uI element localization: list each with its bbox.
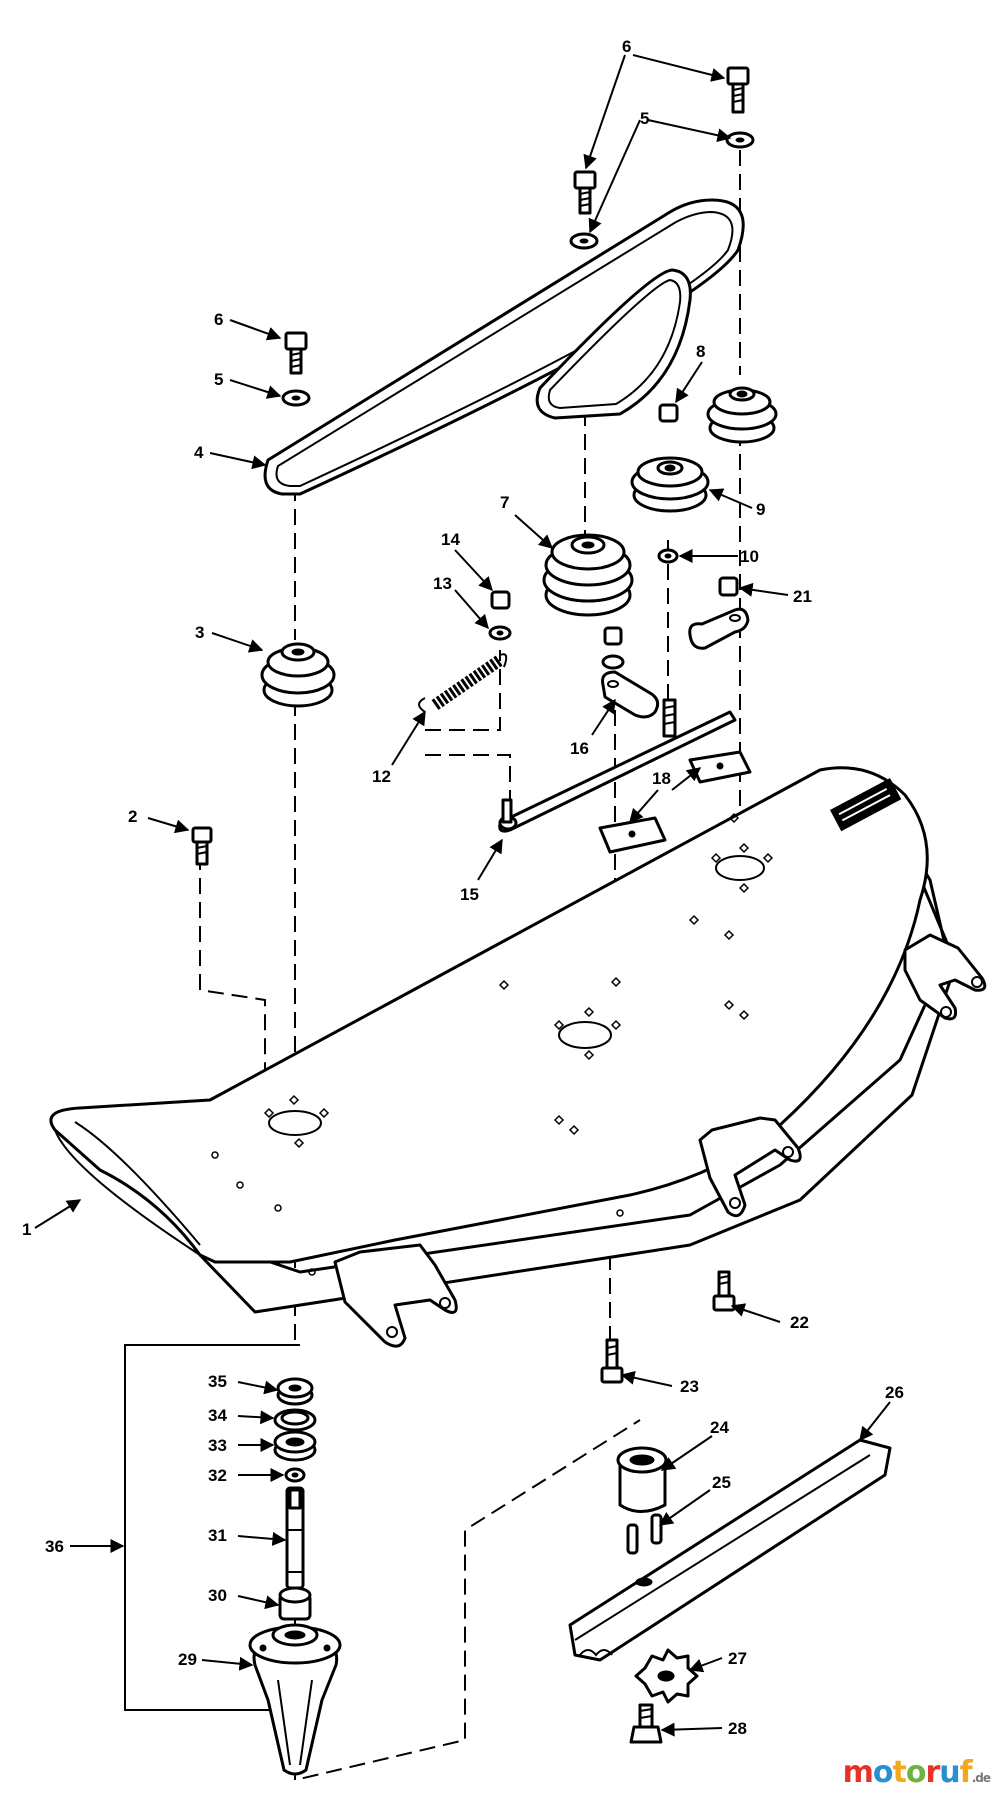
watermark-logo: motoruf.de [842, 1755, 991, 1790]
deck-bracket-front-left [333, 1243, 458, 1348]
bolt-2 [191, 826, 213, 866]
blade-adapter-24 [616, 1446, 668, 1513]
part-label-3: 3 [195, 623, 204, 642]
idler-arm-right [688, 607, 750, 650]
part-label-29: 29 [178, 1650, 197, 1669]
part-label-25: 25 [712, 1473, 731, 1492]
watermark-letter: o [872, 1755, 894, 1790]
idler-rod [498, 710, 737, 833]
washer-32 [284, 1467, 306, 1483]
spindle-pulley-right [706, 386, 778, 444]
watermark-letter: r [925, 1755, 940, 1790]
part-label-5-top: 5 [640, 109, 649, 128]
part-label-16: 16 [570, 739, 589, 758]
part-label-36: 36 [45, 1537, 64, 1556]
washer-5-left [281, 389, 311, 407]
spindle-housing-29 [248, 1623, 342, 1776]
pin-25 [626, 1513, 663, 1555]
part-label-22: 22 [790, 1313, 809, 1332]
part-label-24: 24 [710, 1418, 729, 1437]
part-label-18: 18 [652, 769, 671, 788]
bearing-33 [273, 1430, 317, 1462]
part-label-34: 34 [208, 1406, 227, 1425]
washer-5-center [569, 232, 599, 250]
part-label-14: 14 [441, 530, 460, 549]
part-label-26: 26 [885, 1383, 904, 1402]
spindle-assembly-bracket [124, 1344, 300, 1711]
nut-14 [490, 590, 511, 610]
watermark-letter: o [905, 1755, 927, 1790]
part-label-12: 12 [372, 767, 391, 786]
part-label-9: 9 [756, 500, 765, 519]
part-label-2: 2 [128, 807, 137, 826]
watermark-suffix: .de [971, 1771, 991, 1785]
inner-belt [535, 268, 692, 420]
nut-8 [658, 403, 679, 423]
spindle-shaft-31 [285, 1486, 305, 1590]
idler-pulley-center [630, 456, 710, 513]
watermark-letter: m [842, 1755, 874, 1790]
part-label-1: 1 [22, 1220, 31, 1239]
part-label-6-top: 6 [622, 37, 631, 56]
nut-16-top [601, 626, 625, 670]
idler-pulley-left [260, 642, 336, 708]
bolt-22 [712, 1270, 736, 1312]
washer-13 [488, 625, 512, 641]
part-label-21: 21 [793, 587, 812, 606]
part-label-6-left: 6 [214, 310, 223, 329]
part-label-8: 8 [696, 342, 705, 361]
part-label-30: 30 [208, 1586, 227, 1605]
bolt-6-center [573, 170, 597, 215]
part-label-5-left: 5 [214, 370, 223, 389]
deck-bracket-rear [903, 933, 987, 1021]
bolt-6-left [284, 331, 308, 375]
nut-35 [276, 1377, 314, 1406]
nut-21 [718, 576, 739, 597]
part-label-10: 10 [740, 547, 759, 566]
tension-spring [418, 653, 508, 713]
part-label-27: 27 [728, 1649, 747, 1668]
part-label-4: 4 [194, 443, 204, 462]
part-label-23: 23 [680, 1377, 699, 1396]
part-label-35: 35 [208, 1372, 227, 1391]
part-label-33: 33 [208, 1436, 227, 1455]
star-washer-27 [634, 1648, 699, 1704]
bearing-30 [278, 1586, 312, 1621]
leader-lines [34, 54, 891, 1737]
washer-10 [657, 548, 679, 564]
part-label-28: 28 [728, 1719, 747, 1738]
bolt-6-right [726, 66, 750, 114]
retaining-ring-34 [273, 1408, 317, 1432]
part-label-7: 7 [500, 493, 509, 512]
idler-arm [601, 670, 677, 738]
bolt-23 [600, 1338, 624, 1384]
part-labels: 1 2 3 4 5 5 5 6 6 6 7 8 9 10 12 13 14 15… [22, 37, 904, 1738]
part-label-15: 15 [460, 885, 479, 904]
watermark-letter: t [892, 1755, 907, 1790]
blade-bolt-28 [629, 1703, 663, 1744]
drive-pulley-center [542, 533, 634, 617]
part-label-31: 31 [208, 1526, 227, 1545]
washer-5-right [725, 131, 755, 149]
mower-deck [49, 766, 954, 1314]
part-label-13: 13 [433, 574, 452, 593]
mounting-plate-left [598, 816, 667, 854]
watermark-letter: u [939, 1755, 960, 1790]
watermark-letter: f [959, 1755, 973, 1790]
part-label-32: 32 [208, 1466, 227, 1485]
deck-bracket-front-right [698, 1116, 802, 1218]
